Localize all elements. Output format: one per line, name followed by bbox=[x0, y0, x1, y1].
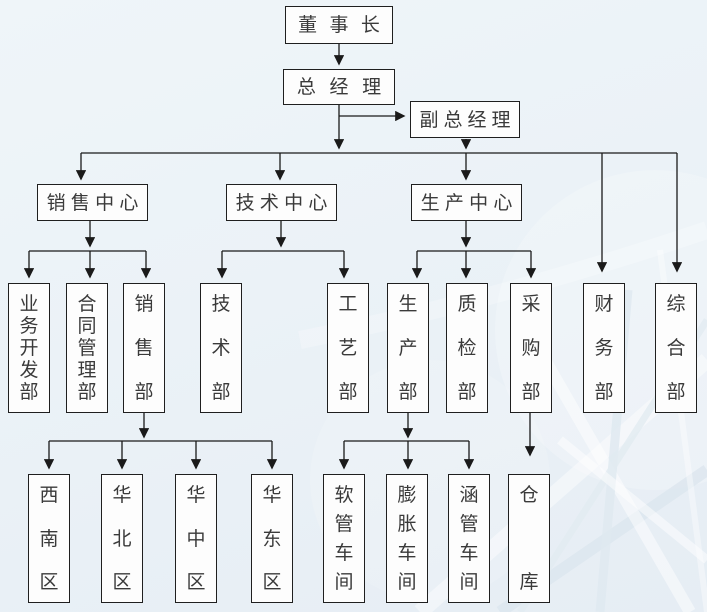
node-general-affairs-dept: 综合部 bbox=[655, 283, 697, 413]
node-production-center: 生产中心 bbox=[411, 184, 522, 221]
node-central-china-region: 华中区 bbox=[175, 474, 217, 603]
node-sales-dept: 销售部 bbox=[123, 283, 165, 413]
node-sales-center: 销售中心 bbox=[37, 184, 148, 221]
node-tech-dept: 技术部 bbox=[200, 283, 242, 413]
node-expansion-workshop: 膨胀车间 bbox=[386, 474, 428, 603]
node-deputy-general-manager: 副总经理 bbox=[410, 101, 520, 138]
node-chairman: 董事长 bbox=[285, 6, 393, 44]
node-business-dev-dept: 业务开发部 bbox=[8, 283, 50, 413]
node-process-dept: 工艺部 bbox=[327, 283, 369, 413]
node-purchasing-dept: 采购部 bbox=[510, 283, 552, 413]
node-general-manager: 总经理 bbox=[283, 69, 395, 105]
node-east-china-region: 华东区 bbox=[251, 474, 293, 603]
node-hose-workshop: 软管车间 bbox=[323, 474, 365, 603]
node-north-china-region: 华北区 bbox=[101, 474, 143, 603]
node-southwest-region: 西南区 bbox=[28, 474, 70, 603]
node-contract-mgmt-dept: 合同管理部 bbox=[66, 283, 108, 413]
node-tech-center: 技术中心 bbox=[226, 184, 337, 221]
node-finance-dept: 财务部 bbox=[583, 283, 625, 413]
node-quality-dept: 质检部 bbox=[446, 283, 488, 413]
node-production-dept: 生产部 bbox=[387, 283, 429, 413]
node-culvert-pipe-workshop: 涵管车间 bbox=[448, 474, 490, 603]
node-warehouse: 仓库 bbox=[508, 474, 550, 603]
